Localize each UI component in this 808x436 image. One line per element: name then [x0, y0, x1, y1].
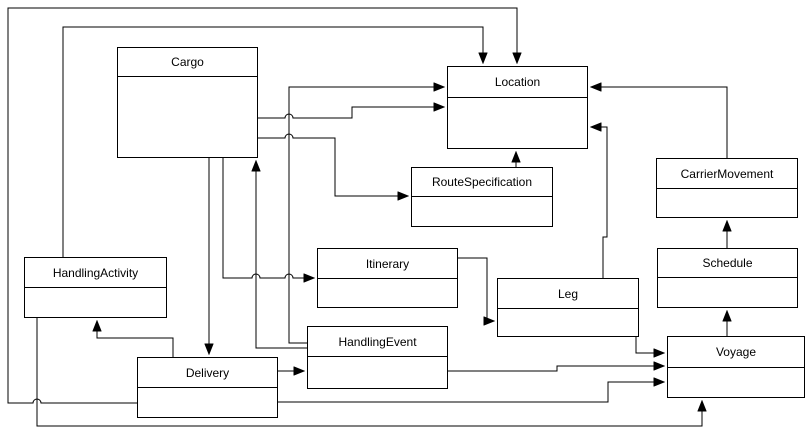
class-routespecification[interactable]: RouteSpecification: [411, 167, 553, 227]
class-delivery[interactable]: Delivery: [137, 357, 278, 418]
edge-cargo-location: [257, 107, 444, 119]
class-location[interactable]: Location: [447, 66, 588, 149]
class-delivery-title: Delivery: [138, 358, 277, 388]
edge-delivery-voyage: [278, 382, 664, 403]
class-handlingevent-title: HandlingEvent: [308, 327, 447, 357]
edge-delivery-handlingactivity: [97, 321, 174, 357]
class-carriermovement-title: CarrierMovement: [657, 159, 797, 189]
edge-cargo-itinerary: [222, 158, 314, 278]
class-itinerary[interactable]: Itinerary: [317, 248, 458, 308]
class-voyage-title: Voyage: [668, 337, 804, 368]
edge-itinerary-leg: [458, 257, 494, 321]
class-location-title: Location: [448, 67, 587, 98]
edge-handlingactivity-voyage: [36, 318, 702, 427]
edge-handlingactivity-location: [62, 26, 483, 257]
edge-handlingevent-location: [288, 87, 444, 344]
class-routespecification-title: RouteSpecification: [412, 168, 552, 197]
class-handlingactivity[interactable]: HandlingActivity: [24, 257, 167, 318]
edge-cargo-routespecification: [257, 133, 408, 196]
class-handlingevent[interactable]: HandlingEvent: [307, 326, 448, 389]
edge-leg-location: [591, 127, 608, 278]
edge-carriermovement-location: [591, 87, 728, 158]
edge-handlingevent-voyage: [448, 366, 664, 372]
edge-leg-voyage: [635, 337, 664, 353]
class-cargo[interactable]: Cargo: [117, 47, 258, 158]
class-carriermovement[interactable]: CarrierMovement: [656, 158, 798, 218]
edge-handlingevent-cargo: [256, 161, 307, 349]
class-itinerary-title: Itinerary: [318, 249, 457, 279]
class-handlingactivity-title: HandlingActivity: [25, 258, 166, 288]
class-leg[interactable]: Leg: [497, 278, 639, 337]
class-schedule-title: Schedule: [658, 249, 797, 278]
class-leg-title: Leg: [498, 279, 638, 309]
class-voyage[interactable]: Voyage: [667, 336, 805, 398]
class-cargo-title: Cargo: [118, 48, 257, 77]
class-schedule[interactable]: Schedule: [657, 248, 798, 308]
edge-delivery-location: [7, 7, 517, 404]
